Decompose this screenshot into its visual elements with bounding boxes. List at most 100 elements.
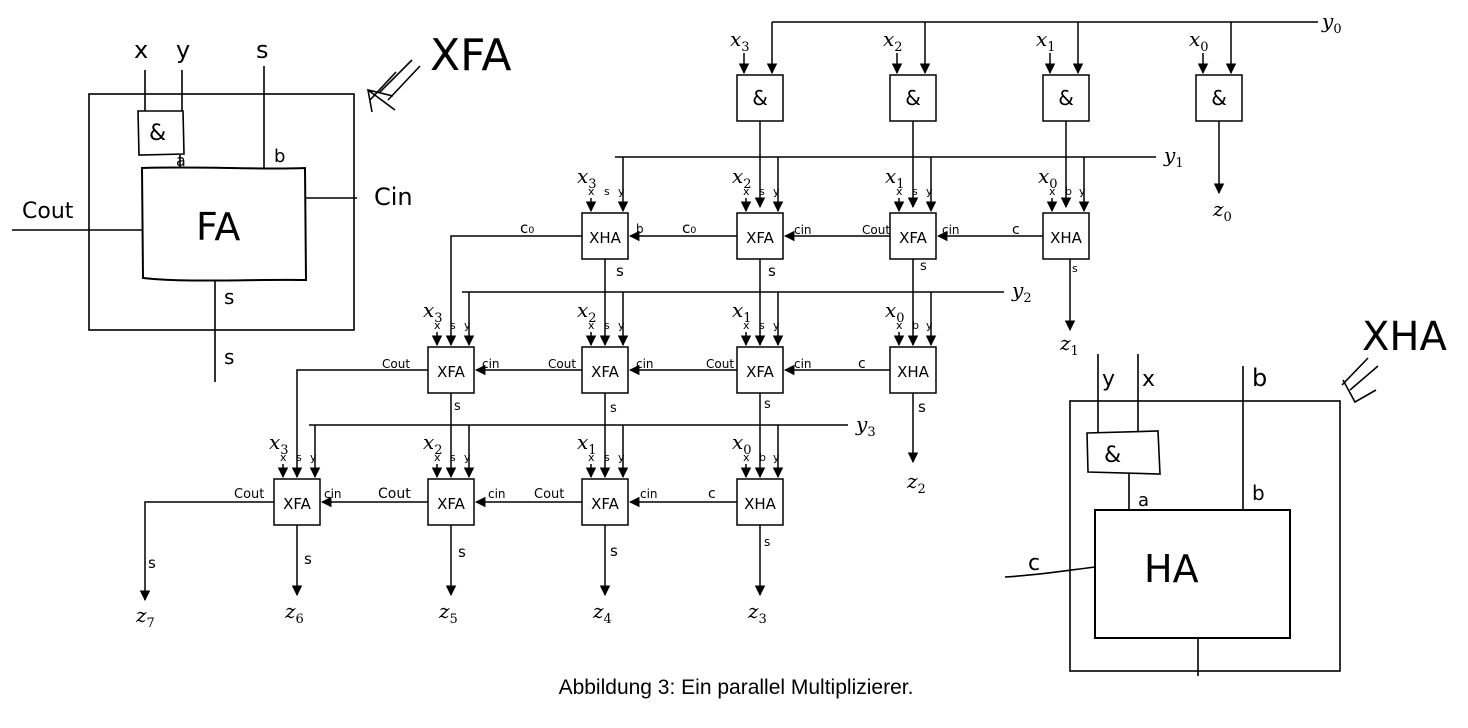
port-x-label: x <box>588 319 595 332</box>
xfa-sum-outer: s <box>224 345 234 369</box>
xha-ha-block <box>1094 509 1291 639</box>
y3-label-index: 3 <box>867 425 875 440</box>
row2-sum-label: s <box>454 399 461 414</box>
port-x-label: x <box>896 185 903 198</box>
port-y-label: y <box>464 451 471 464</box>
row2-cout2-label: Cout <box>548 357 576 371</box>
row2-x0-label-index: 0 <box>896 311 904 326</box>
adder-r3-c3-label: XHA <box>744 495 777 513</box>
adder-r2-c2-box <box>736 346 784 394</box>
z4-sum-label: s <box>610 542 618 560</box>
adder-r1-c3-label: XHA <box>1050 229 1083 247</box>
row1-z-sum-label: s <box>1072 262 1078 275</box>
adder-r3-c2-box <box>581 478 629 526</box>
adder-r1-c2-label: XFA <box>899 229 928 247</box>
and-row-x0-label: x0 <box>1189 27 1209 55</box>
xfa-and-label: & <box>149 121 166 146</box>
xfa-outer-box <box>88 93 355 331</box>
row1-sum2-label: s <box>768 262 776 280</box>
xfa-title: XFA <box>430 30 512 81</box>
port-x-label: x <box>588 185 595 198</box>
port-y-label: y <box>618 319 625 332</box>
and-row-x1-label-index: 1 <box>1047 40 1055 55</box>
z6-label-index: 6 <box>296 612 304 627</box>
row3-x0-label-index: 0 <box>743 443 751 458</box>
adder-r2-c0-label: XFA <box>437 363 466 381</box>
z5-label-index: 5 <box>450 612 458 627</box>
xfa-input-s: s <box>256 36 269 64</box>
adder-r3-c1-label: XFA <box>437 495 466 513</box>
row3-cin2-label: cin <box>488 487 506 501</box>
row2-z-sum-label: s <box>918 398 926 416</box>
port-s-label: b <box>1065 185 1072 198</box>
adder-r3-c2-label: XFA <box>591 495 620 513</box>
port-x-label: x <box>743 185 750 198</box>
multiplier-diagram: XFA x y s & a b FA Cout Cin s s XHA y x … <box>12 9 1447 676</box>
z5-sum-label: s <box>458 543 466 561</box>
z2-label-index: 2 <box>918 482 926 497</box>
z7-sum-label: s <box>148 554 156 572</box>
row3-cin-label: cin <box>324 487 342 501</box>
xha-detail <box>1004 354 1379 676</box>
row1-c-label: c <box>1012 222 1020 238</box>
row3-x3-label-index: 3 <box>280 443 288 458</box>
row2-x3-label-index: 3 <box>434 311 442 326</box>
port-y-label: y <box>773 185 780 198</box>
row3-x1-label-index: 1 <box>588 443 596 458</box>
xfa-and-gate <box>137 110 185 156</box>
port-x-label: x <box>434 451 441 464</box>
port-x-label: x <box>896 319 903 332</box>
row2-cout-label: Cout <box>382 357 410 371</box>
row2-carry-wire <box>291 369 428 479</box>
row1-carry-wire <box>445 235 582 347</box>
row3-c-label: c <box>708 486 716 502</box>
port-x-label: x <box>434 319 441 332</box>
port-x-label: x <box>588 451 595 464</box>
z5-label: z5 <box>438 599 458 627</box>
z3-label-index: 3 <box>759 612 767 627</box>
adder-r1-c1-label: XFA <box>746 229 775 247</box>
port-s-label: b <box>912 319 919 332</box>
z1-label: z1 <box>1059 331 1079 359</box>
port-y-label: y <box>1079 185 1086 198</box>
xha-input-x: x <box>1142 367 1155 392</box>
port-y-label: y <box>618 185 625 198</box>
xha-wire-a: a <box>1138 490 1149 511</box>
xfa-sum-inner: s <box>224 285 234 309</box>
xfa-fa-label: FA <box>196 205 240 249</box>
xfa-wire-a: a <box>176 151 186 170</box>
port-y-label: y <box>773 319 780 332</box>
z7-wire <box>139 501 274 602</box>
port-s-label: s <box>450 451 456 464</box>
adder-r2-c1-label: XFA <box>591 363 620 381</box>
row1-cout-label: Cout <box>862 223 890 237</box>
and-gate-2-label: & <box>1058 86 1074 110</box>
xha-outer-box <box>1069 400 1341 672</box>
row1-x2-label-index: 2 <box>743 177 751 192</box>
and-gate-1-label: & <box>905 86 921 110</box>
port-x-label: x <box>280 451 287 464</box>
row2-sum2-label: s <box>610 401 617 416</box>
xfa-wire-b: b <box>274 146 285 167</box>
xha-input-y: y <box>1102 367 1115 392</box>
port-s-label: s <box>604 451 610 464</box>
row2-cout3-label: Cout <box>706 357 734 371</box>
z1-label-index: 1 <box>1071 344 1079 359</box>
port-y-label: y <box>464 319 471 332</box>
and-row-x2-label: x2 <box>883 27 903 55</box>
adder-r2-c2-label: XFA <box>746 363 775 381</box>
port-x-label: x <box>743 451 750 464</box>
z3-sum-label: s <box>764 535 770 549</box>
row2-cin3-label: cin <box>794 357 812 371</box>
row1-sum-label: s <box>616 262 624 280</box>
port-s-label: s <box>759 319 765 332</box>
adder-r1-c2-box <box>889 212 937 260</box>
xfa-fa-block <box>140 166 308 282</box>
port-x-label: x <box>1049 185 1056 198</box>
and-gate-3-label: & <box>1211 86 1227 110</box>
and-gate-0-label: & <box>752 86 768 110</box>
xfa-detail <box>12 59 421 382</box>
z4-label: z4 <box>592 599 612 627</box>
z6-sum-label: s <box>304 550 312 568</box>
